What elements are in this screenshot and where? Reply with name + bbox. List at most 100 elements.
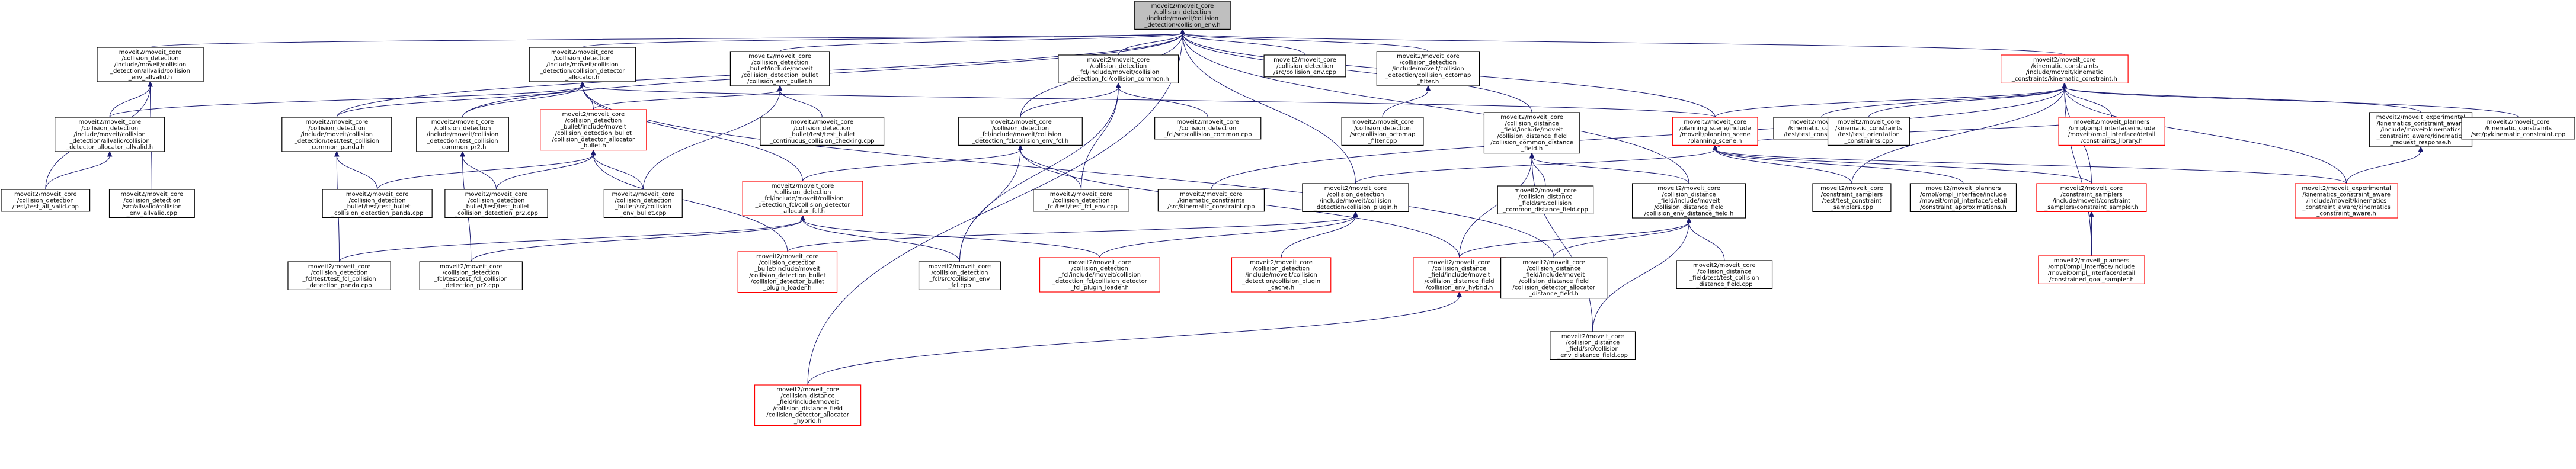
file-node-box[interactable] bbox=[2058, 117, 2165, 146]
file-node-box[interactable] bbox=[918, 261, 1001, 291]
file-node-box[interactable] bbox=[1550, 331, 1636, 361]
file-node[interactable]: moveit2/moveit_core/collision_detection/… bbox=[281, 117, 392, 152]
file-node[interactable]: moveit2/moveit_core/collision_detection/… bbox=[1302, 183, 1409, 213]
file-node-box[interactable] bbox=[742, 181, 863, 216]
file-node[interactable]: moveit2/moveit_core/collision_detection_… bbox=[1033, 189, 1129, 212]
file-node[interactable]: moveit2/moveit_core/collision_detection/… bbox=[1231, 257, 1332, 293]
file-node[interactable]: moveit2/moveit_planners/ompl/ompl_interf… bbox=[2038, 255, 2145, 285]
file-node-box[interactable] bbox=[1154, 117, 1262, 140]
file-node[interactable]: moveit2/moveit_core/constraint_samplers/… bbox=[2036, 183, 2147, 213]
file-node[interactable]: moveit2/moveit_planners/ompl/ompl_interf… bbox=[2058, 117, 2165, 146]
file-node-box[interactable] bbox=[97, 47, 204, 82]
file-node[interactable]: moveit2/moveit_core/collision_detection_… bbox=[737, 251, 838, 293]
file-node-box[interactable] bbox=[1676, 260, 1773, 290]
file-node-box[interactable] bbox=[2461, 117, 2575, 140]
file-node-box[interactable] bbox=[419, 261, 523, 291]
file-node-box[interactable] bbox=[1631, 183, 1746, 219]
file-node[interactable]: moveit2/moveit_core/collision_detection_… bbox=[918, 261, 1001, 291]
file-node-box[interactable] bbox=[1909, 183, 2017, 213]
file-node[interactable]: moveit2/moveit_core/collision_distance_f… bbox=[1483, 112, 1580, 154]
file-node-box[interactable] bbox=[603, 189, 683, 219]
file-node-box[interactable] bbox=[729, 51, 830, 86]
file-node-box[interactable] bbox=[1497, 185, 1594, 215]
file-node-box[interactable] bbox=[529, 47, 636, 82]
file-node[interactable]: moveit2/moveit_core/collision_distance_f… bbox=[1631, 183, 1746, 219]
file-node-box[interactable] bbox=[2369, 112, 2473, 147]
file-node[interactable]: moveit2/moveit_core/collision_detection_… bbox=[603, 189, 683, 219]
file-node-box[interactable] bbox=[444, 189, 548, 219]
file-node[interactable]: moveit2/moveit_core/collision_distance_f… bbox=[1497, 185, 1594, 215]
file-node[interactable]: moveit2/moveit_core/collision_detection_… bbox=[540, 109, 647, 151]
file-node-box[interactable] bbox=[1500, 257, 1608, 299]
file-node-box[interactable] bbox=[1157, 189, 1265, 212]
file-node-box[interactable] bbox=[958, 117, 1083, 146]
file-node[interactable]: moveit2/moveit_core/collision_detection_… bbox=[322, 189, 433, 219]
file-node-box[interactable] bbox=[1413, 257, 1506, 293]
file-node-box[interactable] bbox=[2001, 54, 2129, 84]
file-node-box[interactable] bbox=[754, 384, 862, 426]
file-node[interactable]: moveit2/moveit_core/collision_detection/… bbox=[108, 189, 195, 219]
file-node-box[interactable] bbox=[1231, 257, 1332, 293]
file-node-box[interactable] bbox=[760, 117, 885, 146]
file-node-box[interactable] bbox=[1058, 54, 1179, 84]
dependency-edge bbox=[582, 85, 1716, 118]
file-node[interactable]: moveit2/moveit_core/collision_detection_… bbox=[287, 261, 391, 291]
file-node[interactable]: moveit2/moveit_experimental/kinematics_c… bbox=[2295, 183, 2398, 219]
file-node-box[interactable] bbox=[1483, 112, 1580, 154]
file-node[interactable]: moveit2/moveit_core/collision_detection/… bbox=[1263, 54, 1346, 78]
file-node[interactable]: moveit2/moveit_core/collision_detection_… bbox=[958, 117, 1083, 146]
file-node[interactable]: moveit2/moveit_core/collision_detection/… bbox=[529, 47, 636, 82]
file-node-label: /ompl/ompl_interface/include bbox=[2069, 126, 2155, 132]
file-node[interactable]: moveit2/moveit_core/collision_detection/… bbox=[1376, 51, 1480, 86]
file-node[interactable]: moveit2/moveit_core/collision_distance_f… bbox=[754, 384, 862, 426]
file-node-box[interactable] bbox=[1134, 1, 1231, 30]
file-node[interactable]: moveit2/moveit_core/collision_detection/… bbox=[97, 47, 204, 82]
file-node-box[interactable] bbox=[2036, 183, 2147, 213]
file-node[interactable]: moveit2/moveit_core/collision_distance_f… bbox=[1676, 260, 1773, 290]
file-node-box[interactable] bbox=[737, 251, 838, 293]
file-node[interactable]: moveit2/moveit_core/collision_detection_… bbox=[760, 117, 885, 146]
file-node[interactable]: moveit2/moveit_core/kinematic_constraint… bbox=[1157, 189, 1265, 212]
file-node[interactable]: moveit2/moveit_core/collision_detection_… bbox=[419, 261, 523, 291]
file-node-box[interactable] bbox=[287, 261, 391, 291]
file-node[interactable]: moveit2/moveit_core/constraint_samplers/… bbox=[1812, 183, 1892, 213]
file-node-box[interactable] bbox=[1827, 117, 1910, 146]
file-node[interactable]: moveit2/moveit_core/kinematic_constraint… bbox=[1827, 117, 1910, 146]
file-node-box[interactable] bbox=[55, 117, 165, 152]
file-node-box[interactable] bbox=[281, 117, 392, 152]
file-node[interactable]: moveit2/moveit_core/kinematic_constraint… bbox=[2461, 117, 2575, 140]
file-node[interactable]: moveit2/moveit_core/collision_detection_… bbox=[742, 181, 863, 216]
file-node[interactable]: moveit2/moveit_core/collision_detection_… bbox=[1039, 257, 1160, 293]
file-node[interactable]: moveit2/moveit_core/collision_detection/… bbox=[1341, 117, 1424, 146]
file-node-box[interactable] bbox=[1039, 257, 1160, 293]
file-node[interactable]: moveit2/moveit_core/collision_detection/… bbox=[1134, 1, 1231, 30]
file-node[interactable]: moveit2/moveit_core/collision_detection_… bbox=[1154, 117, 1262, 140]
file-node-box[interactable] bbox=[1302, 183, 1409, 213]
file-node[interactable]: moveit2/moveit_core/planning_scene/inclu… bbox=[1672, 117, 1758, 146]
file-node-box[interactable] bbox=[1, 189, 91, 212]
file-node[interactable]: moveit2/moveit_core/collision_distance_f… bbox=[1413, 257, 1506, 293]
file-node-box[interactable] bbox=[1376, 51, 1480, 86]
file-node[interactable]: moveit2/moveit_core/collision_detection_… bbox=[729, 51, 830, 86]
file-node-box[interactable] bbox=[2038, 255, 2145, 285]
file-node-box[interactable] bbox=[1812, 183, 1892, 213]
file-node-box[interactable] bbox=[1263, 54, 1346, 78]
file-node-box[interactable] bbox=[108, 189, 195, 219]
file-node[interactable]: moveit2/moveit_experimental/kinematics_c… bbox=[2369, 112, 2473, 147]
file-node[interactable]: moveit2/moveit_core/collision_detection_… bbox=[1058, 54, 1179, 84]
file-node-box[interactable] bbox=[2295, 183, 2398, 219]
file-node-box[interactable] bbox=[1341, 117, 1424, 146]
file-node[interactable]: moveit2/moveit_core/collision_distance_f… bbox=[1550, 331, 1636, 361]
file-node[interactable]: moveit2/moveit_core/collision_detection/… bbox=[1, 189, 91, 212]
file-node[interactable]: moveit2/moveit_core/collision_detection/… bbox=[55, 117, 165, 152]
file-node-box[interactable] bbox=[1672, 117, 1758, 146]
file-node[interactable]: moveit2/moveit_core/collision_distance_f… bbox=[1500, 257, 1608, 299]
file-node-box[interactable] bbox=[540, 109, 647, 151]
file-node[interactable]: moveit2/moveit_core/collision_detection_… bbox=[444, 189, 548, 219]
file-node[interactable]: moveit2/moveit_core/kinematic_constraint… bbox=[2001, 54, 2129, 84]
file-node-box[interactable] bbox=[322, 189, 433, 219]
file-node-box[interactable] bbox=[1033, 189, 1129, 212]
file-node[interactable]: moveit2/moveit_core/collision_detection/… bbox=[416, 117, 509, 152]
file-node-box[interactable] bbox=[416, 117, 509, 152]
file-node[interactable]: moveit2/moveit_planners/ompl/ompl_interf… bbox=[1909, 183, 2017, 213]
